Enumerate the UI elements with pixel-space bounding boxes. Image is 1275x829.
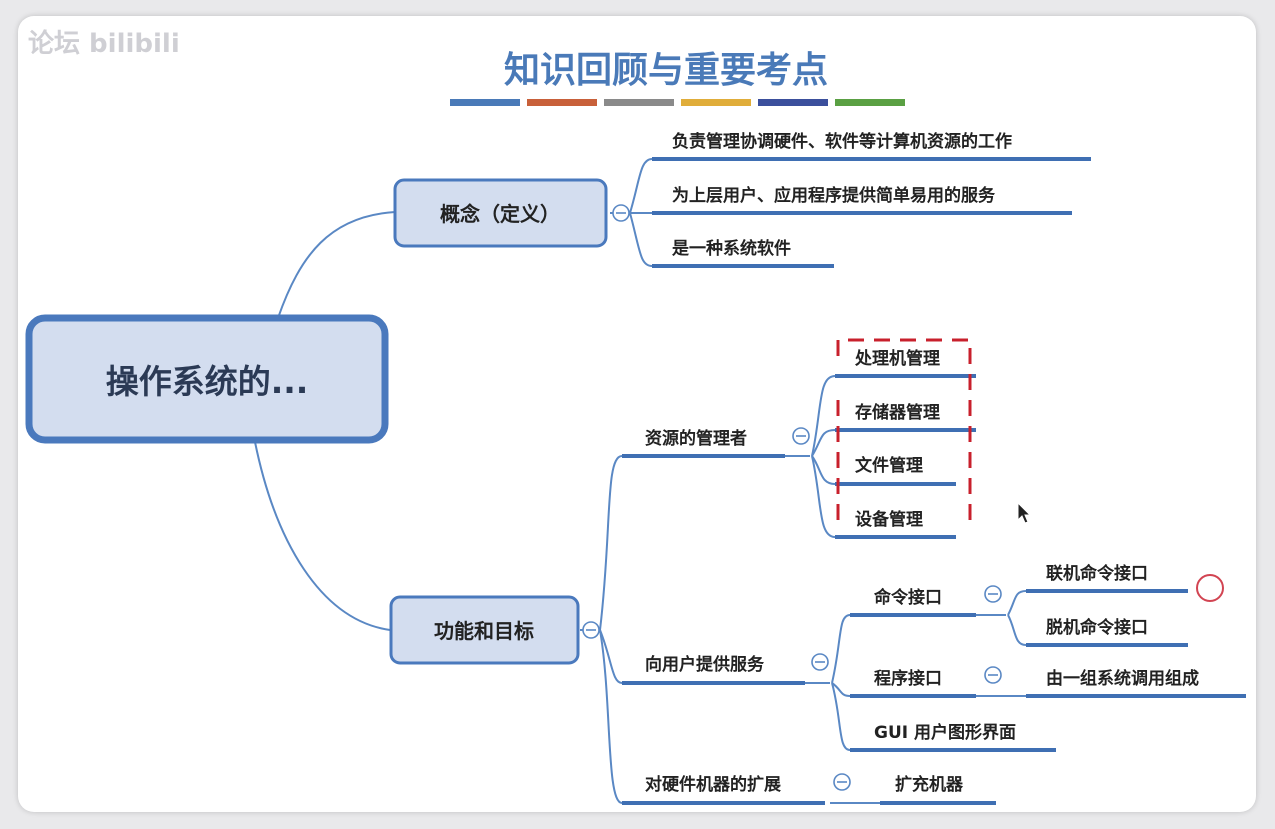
function-collapse-icon[interactable] <box>582 621 600 639</box>
command-collapse-icon[interactable] <box>984 585 1002 603</box>
command-item-label: 联机命令接口 <box>1046 563 1148 584</box>
extension-item[interactable]: 扩充机器 <box>880 774 996 805</box>
command-interface-node[interactable]: 命令接口 <box>850 587 976 617</box>
extension-item-label: 扩充机器 <box>895 774 964 795</box>
function-label: 功能和目标 <box>434 619 534 643</box>
command-interface-label: 命令接口 <box>873 587 942 608</box>
mouse-cursor-icon <box>1017 501 1032 524</box>
hardware-extension-node[interactable]: 对硬件机器的扩展 <box>622 774 825 805</box>
watermark: 论坛 bilibili <box>28 29 180 59</box>
command-item[interactable]: 联机命令接口 <box>1026 563 1188 593</box>
program-interface-label: 程序接口 <box>874 668 942 689</box>
concept-item-label: 为上层用户、应用程序提供简单易用的服务 <box>672 185 996 206</box>
page-title: 知识回顾与重要考点 <box>504 50 828 91</box>
title-color-bar <box>681 99 751 106</box>
resource-manager-node[interactable]: 资源的管理者 <box>622 428 785 458</box>
title-color-bars <box>450 99 905 106</box>
program-item[interactable]: 由一组系统调用组成 <box>1026 668 1246 698</box>
program-collapse-icon[interactable] <box>984 666 1002 684</box>
concept-item[interactable]: 为上层用户、应用程序提供简单易用的服务 <box>652 185 1072 215</box>
resource-item[interactable]: 文件管理 <box>835 455 956 486</box>
concept-item-label: 负责管理协调硬件、软件等计算机资源的工作 <box>672 131 1012 152</box>
resource-manager-label: 资源的管理者 <box>645 428 747 449</box>
resource-item[interactable]: 设备管理 <box>835 509 956 539</box>
user-service-node[interactable]: 向用户提供服务 <box>622 654 805 685</box>
title-color-bar <box>450 99 520 106</box>
resource-item-label: 存储器管理 <box>855 402 940 423</box>
concept-item[interactable]: 是一种系统软件 <box>652 238 834 268</box>
root-label: 操作系统的... <box>106 362 309 401</box>
command-item[interactable]: 脱机命令接口 <box>1026 617 1188 647</box>
resource-collapse-icon[interactable] <box>792 427 810 445</box>
root-node[interactable]: 操作系统的... <box>25 314 389 444</box>
gui-node[interactable]: GUI 用户图形界面 <box>850 722 1056 752</box>
connectors <box>254 158 1027 804</box>
resource-item-label: 文件管理 <box>855 455 923 476</box>
resource-item-label: 设备管理 <box>855 509 923 530</box>
concept-collapse-icon[interactable] <box>612 204 630 222</box>
concept-item[interactable]: 负责管理协调硬件、软件等计算机资源的工作 <box>652 131 1091 161</box>
user-service-label: 向用户提供服务 <box>645 654 765 675</box>
concept-node[interactable]: 概念（定义） <box>393 178 608 248</box>
resource-item[interactable]: 处理机管理 <box>835 348 976 378</box>
hardware-extension-label: 对硬件机器的扩展 <box>645 774 781 795</box>
gui-label: GUI 用户图形界面 <box>874 722 1016 743</box>
function-node[interactable]: 功能和目标 <box>389 595 580 665</box>
resource-item[interactable]: 存储器管理 <box>835 402 976 432</box>
command-item-label: 脱机命令接口 <box>1046 617 1148 638</box>
title-color-bar <box>604 99 674 106</box>
program-item-label: 由一组系统调用组成 <box>1046 668 1199 689</box>
service-collapse-icon[interactable] <box>811 653 829 671</box>
annotation-circle-icon <box>1196 574 1224 602</box>
resource-item-label: 处理机管理 <box>854 348 940 369</box>
concept-item-label: 是一种系统软件 <box>672 238 791 259</box>
program-interface-node[interactable]: 程序接口 <box>850 668 976 698</box>
extension-collapse-icon[interactable] <box>833 773 851 791</box>
concept-label: 概念（定义） <box>440 202 560 226</box>
title-color-bar <box>835 99 905 106</box>
title-color-bar <box>527 99 597 106</box>
title-color-bar <box>758 99 828 106</box>
highlight-bracket <box>836 338 972 530</box>
